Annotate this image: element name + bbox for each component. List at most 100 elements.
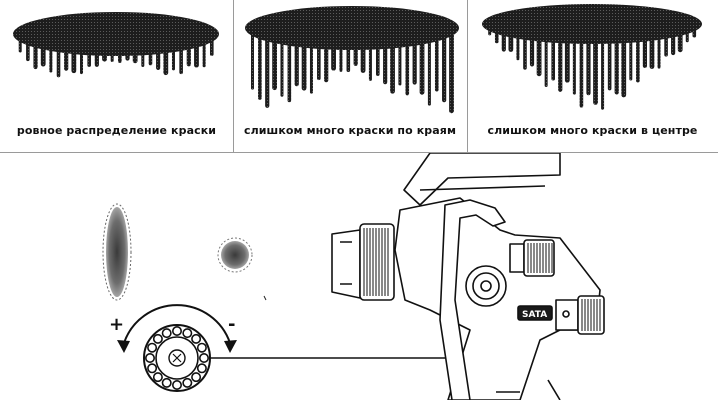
brand-badge: SATA (522, 310, 547, 320)
paint-drip (508, 33, 514, 52)
panel-divider (233, 0, 234, 152)
paint-drip (601, 39, 605, 110)
paint-drip (579, 39, 584, 108)
paint-drip (339, 45, 343, 72)
paint-drip (375, 45, 380, 76)
paint-drip (250, 32, 254, 90)
paint-drip (586, 39, 591, 96)
caption-even: ровное распределение краски (16, 124, 217, 137)
paint-drip (148, 50, 153, 66)
paint-drip (629, 38, 633, 81)
paint-drip (536, 37, 542, 77)
paint-drip (40, 45, 46, 67)
spray-fan (482, 4, 702, 44)
paint-drip (331, 45, 336, 71)
panel-divider (467, 0, 468, 152)
minus-label: - (228, 314, 235, 335)
spray-pattern-center (482, 4, 702, 110)
paint-drip (265, 37, 270, 108)
paint-drip (685, 30, 689, 43)
pattern-panel-center: слишком много краски в центре (467, 0, 718, 152)
paint-drip (621, 39, 627, 98)
section-divider (0, 152, 718, 153)
paint-drip (280, 40, 284, 97)
paint-drip (18, 38, 22, 53)
paint-drip (186, 45, 191, 67)
paint-drip (516, 34, 520, 61)
paint-drip (412, 41, 417, 85)
pattern-panel-even: ровное распределение краски (0, 0, 233, 152)
paint-drip (346, 45, 351, 73)
paint-drip (301, 43, 307, 91)
paint-drip (551, 38, 555, 81)
paint-drip (434, 37, 439, 92)
paint-drip (390, 44, 395, 94)
paint-drip (671, 33, 676, 56)
paint-drip (692, 27, 697, 38)
paint-drip (125, 51, 130, 61)
caption-edges: слишком много краски по краям (243, 124, 457, 137)
paint-drip (558, 39, 563, 92)
spray-pattern-wide-icon (102, 203, 132, 301)
paint-drip (383, 44, 388, 85)
paint-drip (368, 45, 372, 81)
spray-pattern-edges (245, 6, 459, 114)
paint-drip (272, 39, 278, 91)
paint-drip (194, 43, 199, 68)
spray-gun-adjustment-illustration: + - (102, 153, 605, 400)
spray-pattern-even (13, 12, 219, 78)
paint-drip (80, 50, 84, 75)
paint-drip (427, 39, 431, 106)
paint-drip (64, 49, 69, 71)
paint-drip (488, 27, 492, 36)
paint-drip (258, 35, 262, 100)
paint-drip (614, 39, 619, 95)
paint-drip (56, 48, 61, 78)
plus-label: + (109, 314, 124, 335)
spray-fan (245, 6, 459, 50)
paint-drip (523, 35, 527, 70)
paint-drip (442, 35, 447, 103)
paint-drip (49, 47, 53, 73)
paint-drip (449, 32, 454, 114)
paint-drip (501, 31, 506, 52)
paint-drip (494, 30, 499, 44)
pattern-panel-edges: слишком много краски по краям (233, 0, 467, 152)
paint-drip (324, 45, 329, 83)
paint-drip (607, 39, 612, 91)
paint-drip (572, 39, 576, 95)
paint-drip (141, 51, 145, 68)
paint-drip (287, 41, 292, 103)
paint-drip (564, 39, 570, 83)
paint-drip (317, 44, 321, 81)
paint-drip (664, 34, 668, 57)
caption-center: слишком много краски в центре (487, 124, 698, 137)
spray-fan (13, 12, 219, 56)
spray-width-knob-icon (143, 324, 211, 392)
paint-drip (419, 40, 425, 95)
paint-drip (202, 41, 206, 68)
paint-drip (179, 47, 183, 75)
paint-drip (94, 51, 99, 67)
paint-drip (642, 37, 648, 68)
paint-drip (132, 51, 138, 64)
paint-drip (636, 38, 640, 83)
paint-drip (649, 36, 655, 69)
paint-drip (677, 31, 683, 53)
paint-drip (33, 43, 38, 70)
paint-drip (405, 42, 410, 96)
paint-drip (593, 39, 598, 105)
paint-drip (529, 36, 535, 67)
paint-drip (87, 51, 91, 67)
paint-drip (544, 38, 548, 88)
paint-drip (118, 51, 122, 63)
paint-drip (360, 45, 366, 73)
paint-drip (163, 49, 169, 76)
paint-drip (156, 50, 161, 70)
paint-drip (294, 42, 299, 87)
paint-drip (398, 43, 402, 86)
paint-drip (171, 48, 175, 71)
paint-drip (209, 38, 214, 56)
paint-drip (353, 45, 358, 66)
paint-drip (26, 41, 30, 62)
